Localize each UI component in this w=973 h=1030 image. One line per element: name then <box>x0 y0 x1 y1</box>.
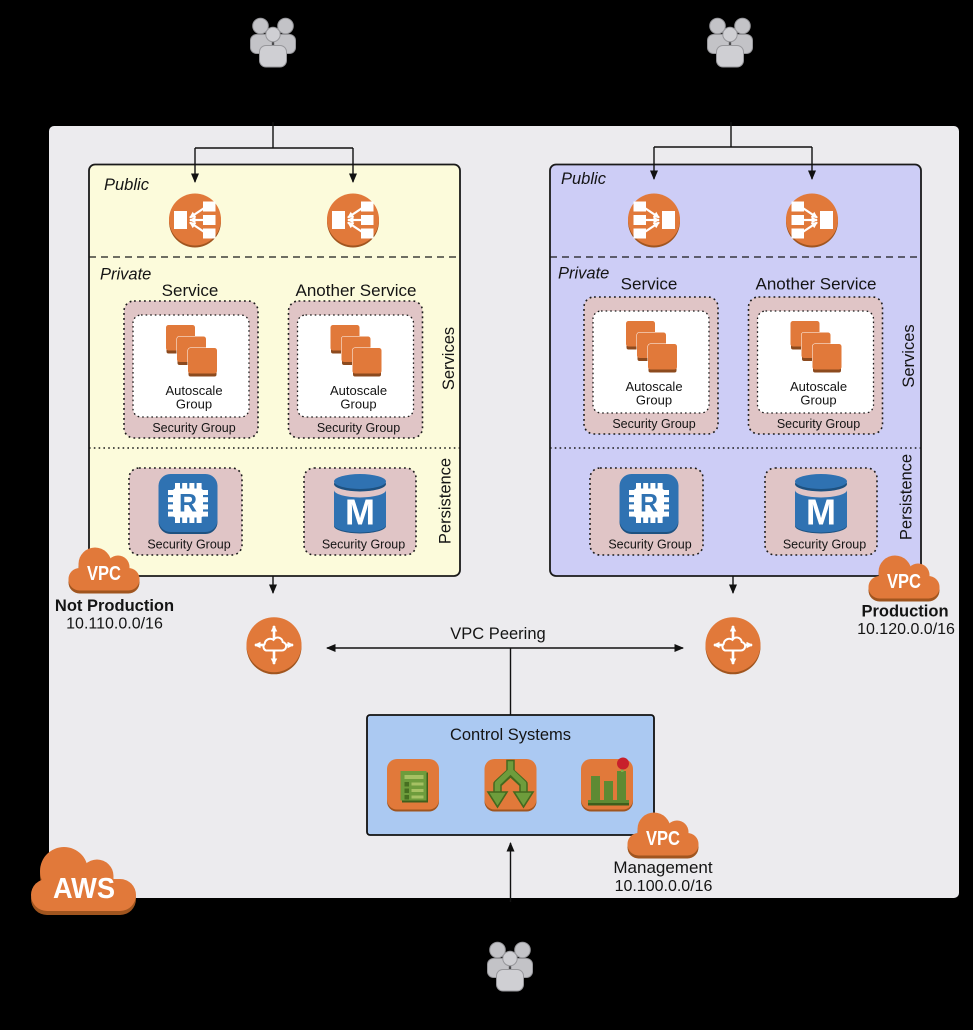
svg-text:Security Group: Security Group <box>783 538 866 552</box>
svg-text:Security Group: Security Group <box>322 538 405 552</box>
svg-text:Service: Service <box>621 275 678 294</box>
svg-text:Public: Public <box>104 176 150 194</box>
svg-text:Another Service: Another Service <box>296 281 417 300</box>
svg-text:Security Group: Security Group <box>152 421 235 435</box>
svg-text:Management: Management <box>613 858 713 877</box>
svg-text:Group: Group <box>636 393 672 408</box>
svg-text:Autoscale: Autoscale <box>165 383 222 398</box>
svg-text:VPC Peering: VPC Peering <box>450 625 545 643</box>
svg-text:Services: Services <box>900 324 918 387</box>
svg-text:10.110.0.0/16: 10.110.0.0/16 <box>66 616 163 633</box>
svg-text:Public: Public <box>561 170 607 188</box>
svg-text:Not Production: Not Production <box>55 597 174 615</box>
svg-text:Services: Services <box>440 327 458 390</box>
svg-text:Security Group: Security Group <box>608 538 691 552</box>
svg-text:Another Service: Another Service <box>756 275 877 294</box>
svg-text:Persistence: Persistence <box>437 458 455 544</box>
svg-text:Private: Private <box>100 266 151 284</box>
svg-text:10.120.0.0/16: 10.120.0.0/16 <box>857 621 955 638</box>
svg-text:Security Group: Security Group <box>147 538 230 552</box>
svg-text:Private: Private <box>558 265 609 283</box>
svg-text:Autoscale: Autoscale <box>625 379 682 394</box>
svg-text:Group: Group <box>176 397 212 412</box>
svg-text:Security Group: Security Group <box>612 417 695 431</box>
svg-text:Production: Production <box>861 603 948 621</box>
svg-text:AWS: AWS <box>53 873 115 905</box>
svg-text:Persistence: Persistence <box>898 454 916 540</box>
svg-text:Service: Service <box>162 281 219 300</box>
svg-text:10.100.0.0/16: 10.100.0.0/16 <box>615 878 713 895</box>
svg-text:Control Systems: Control Systems <box>450 726 571 744</box>
